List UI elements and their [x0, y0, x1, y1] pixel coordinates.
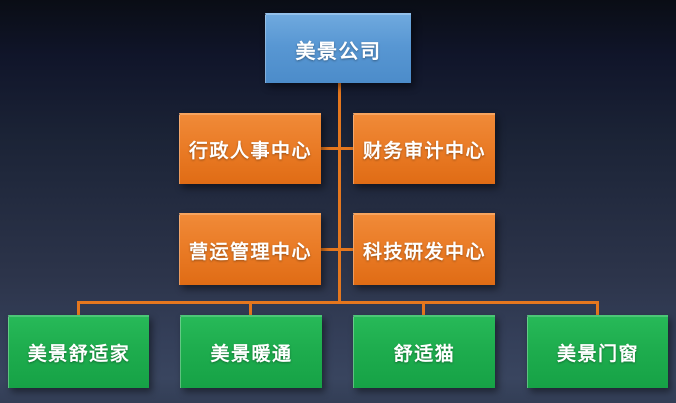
org-node-subsidiary-doors-windows: 美景门窗 — [527, 315, 668, 388]
org-node-label: 美景门窗 — [556, 344, 639, 365]
connector-subsidiaries-horizontal — [77, 301, 599, 304]
org-node-subsidiary-comfort-home: 美景舒适家 — [8, 315, 149, 388]
org-node-label: 营运管理中心 — [188, 241, 312, 263]
connector-stub-subsidiary-1 — [77, 301, 80, 315]
connector-stub-subsidiary-3 — [422, 301, 425, 315]
org-node-company-root: 美景公司 — [265, 13, 411, 83]
org-node-label: 美景舒适家 — [27, 344, 131, 365]
connector-stub-subsidiary-4 — [596, 301, 599, 315]
org-node-department-admin-hr: 行政人事中心 — [179, 113, 321, 184]
org-node-label: 舒适猫 — [393, 344, 456, 365]
connector-trunk-vertical — [338, 83, 341, 302]
org-node-label: 美景公司 — [295, 40, 382, 63]
connector-departments-row1 — [320, 147, 354, 150]
org-node-department-finance-audit: 财务审计中心 — [353, 113, 495, 184]
org-node-label: 美景暖通 — [210, 344, 293, 365]
org-node-subsidiary-hvac: 美景暖通 — [180, 315, 322, 388]
connector-departments-row2 — [320, 248, 354, 251]
connector-stub-subsidiary-2 — [249, 301, 252, 315]
org-node-subsidiary-comfort-cat: 舒适猫 — [353, 315, 495, 388]
org-node-department-operations: 营运管理中心 — [179, 213, 321, 285]
org-node-label: 行政人事中心 — [188, 141, 312, 162]
org-node-label: 科技研发中心 — [362, 241, 486, 263]
org-node-label: 财务审计中心 — [362, 141, 486, 162]
org-node-department-tech-rnd: 科技研发中心 — [353, 213, 495, 285]
